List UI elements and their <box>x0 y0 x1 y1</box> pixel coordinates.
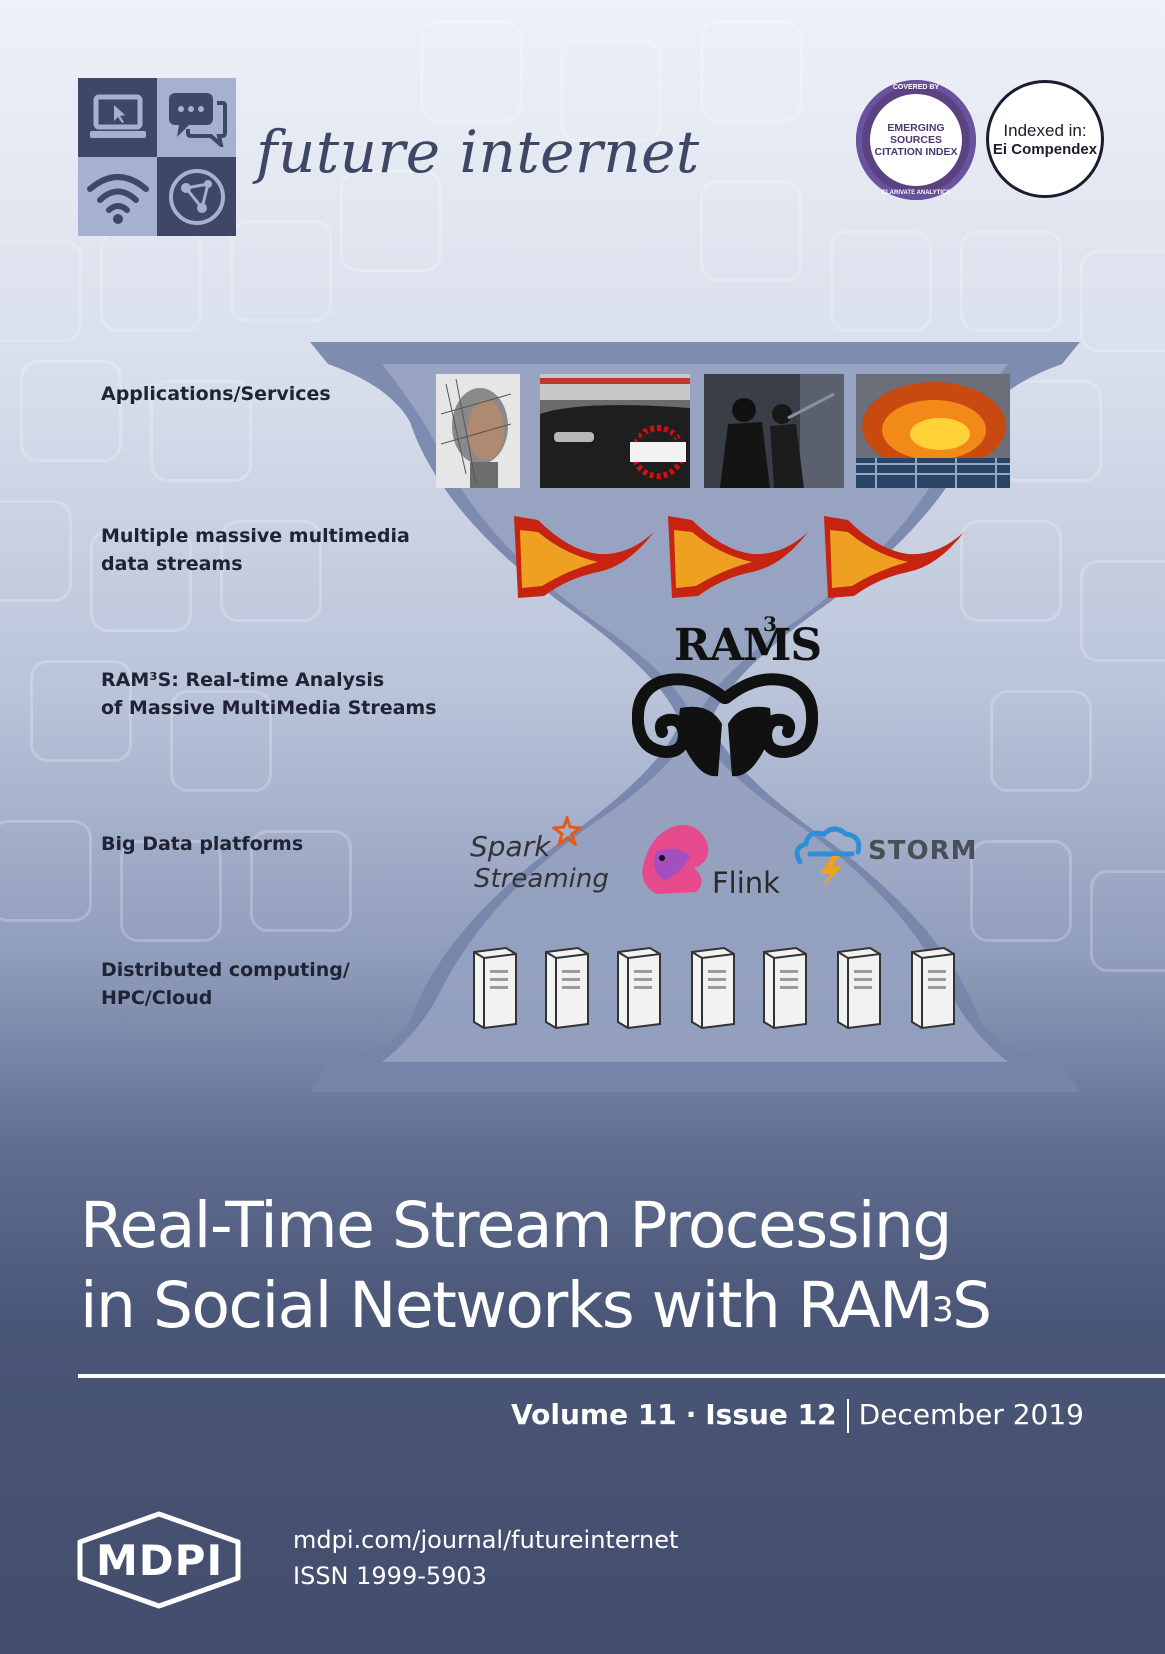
article-title-line-2-text: in Social Networks with RAM <box>80 1269 934 1342</box>
background-icon-pattern <box>0 20 1165 972</box>
ei-badge-line-2: Ei Compendex <box>992 140 1098 158</box>
rams-logo-text: RAMS <box>674 620 822 671</box>
volume-text: Volume 11 <box>511 1398 677 1431</box>
article-title-line-1: Real-Time Stream Processing <box>80 1189 952 1262</box>
issue-number-text: Issue 12 <box>705 1398 837 1431</box>
row-label-applications: Applications/Services <box>101 383 331 405</box>
ei-compendex-badge: Indexed in: Ei Compendex <box>986 80 1104 198</box>
wifi-icon <box>78 157 157 236</box>
issue-date-text: December 2019 <box>858 1398 1084 1431</box>
row-label-data-streams: Multiple massive multimedia data streams <box>101 525 410 575</box>
article-title-line-2: in Social Networks with RAM3S <box>80 1266 1120 1346</box>
issue-divider <box>846 1399 849 1433</box>
server-icon <box>617 946 661 1030</box>
spark-logo-text: Spark <box>470 830 551 863</box>
esci-badge: COVERED BY EMERGING SOURCES CITATION IND… <box>856 80 976 200</box>
journal-url: mdpi.com/journal/futureinternet <box>293 1526 679 1554</box>
flink-squirrel-icon <box>642 824 709 894</box>
journal-logo <box>78 78 236 236</box>
mdpi-logo-frame <box>77 1511 241 1609</box>
laptop-icon <box>78 78 157 157</box>
title-divider <box>78 1374 1165 1378</box>
article-title-superscript: 3 <box>932 1290 954 1330</box>
esci-line-1: EMERGING <box>887 121 945 134</box>
mdpi-logo-text: MDPI <box>96 1536 224 1585</box>
server-icon <box>691 946 735 1030</box>
network-globe-icon <box>157 157 236 236</box>
issue-separator-dot: · <box>685 1398 697 1431</box>
storm-cloud-icon <box>794 826 862 888</box>
esci-line-3: CITATION INDEX <box>874 146 958 159</box>
data-stream-graphic-1 <box>514 516 654 598</box>
issn-text: ISSN 1999-5903 <box>293 1562 487 1590</box>
server-icon <box>837 946 881 1030</box>
ram-heads-icon <box>632 673 818 777</box>
violence-detection-image <box>704 374 844 488</box>
row-label-rams: RAM³S: Real-time Analysis of Massive Mul… <box>101 669 437 719</box>
ei-badge-line-1: Indexed in: <box>1003 120 1087 140</box>
face-recognition-image <box>436 374 520 488</box>
flink-logo-text: Flink <box>712 866 780 900</box>
server-icon <box>763 946 807 1030</box>
server-icon <box>473 946 517 1030</box>
row-label-big-data: Big Data platforms <box>101 833 304 855</box>
rams-logo-superscript: 3 <box>763 612 777 636</box>
data-stream-graphic-3 <box>824 516 964 598</box>
article-title: Real-Time Stream Processing in Social Ne… <box>80 1186 1120 1346</box>
spark-star-icon <box>552 816 582 846</box>
row-label-distributed: Distributed computing/ HPC/Cloud <box>101 959 350 1009</box>
license-plate-text: R4F 362 <box>632 431 687 446</box>
license-plate-car-image <box>540 374 690 488</box>
fire-explosion-image <box>856 374 1010 488</box>
esci-line-2: SOURCES <box>890 133 942 146</box>
chat-bubbles-icon <box>157 78 236 157</box>
storm-logo-text: STORM <box>868 836 978 866</box>
esci-badge-bottom-text: CLARIVATE ANALYTICS <box>881 190 951 196</box>
server-icon <box>911 946 955 1030</box>
data-stream-graphic-2 <box>668 516 808 598</box>
esci-badge-top-text: COVERED BY <box>892 84 940 91</box>
article-title-line-2-end: S <box>952 1269 992 1342</box>
issue-info: Volume 11 · Issue 12 December 2019 <box>511 1398 1084 1433</box>
server-icon <box>545 946 589 1030</box>
journal-title: future internet <box>256 118 700 186</box>
streaming-logo-text: Streaming <box>474 864 609 894</box>
